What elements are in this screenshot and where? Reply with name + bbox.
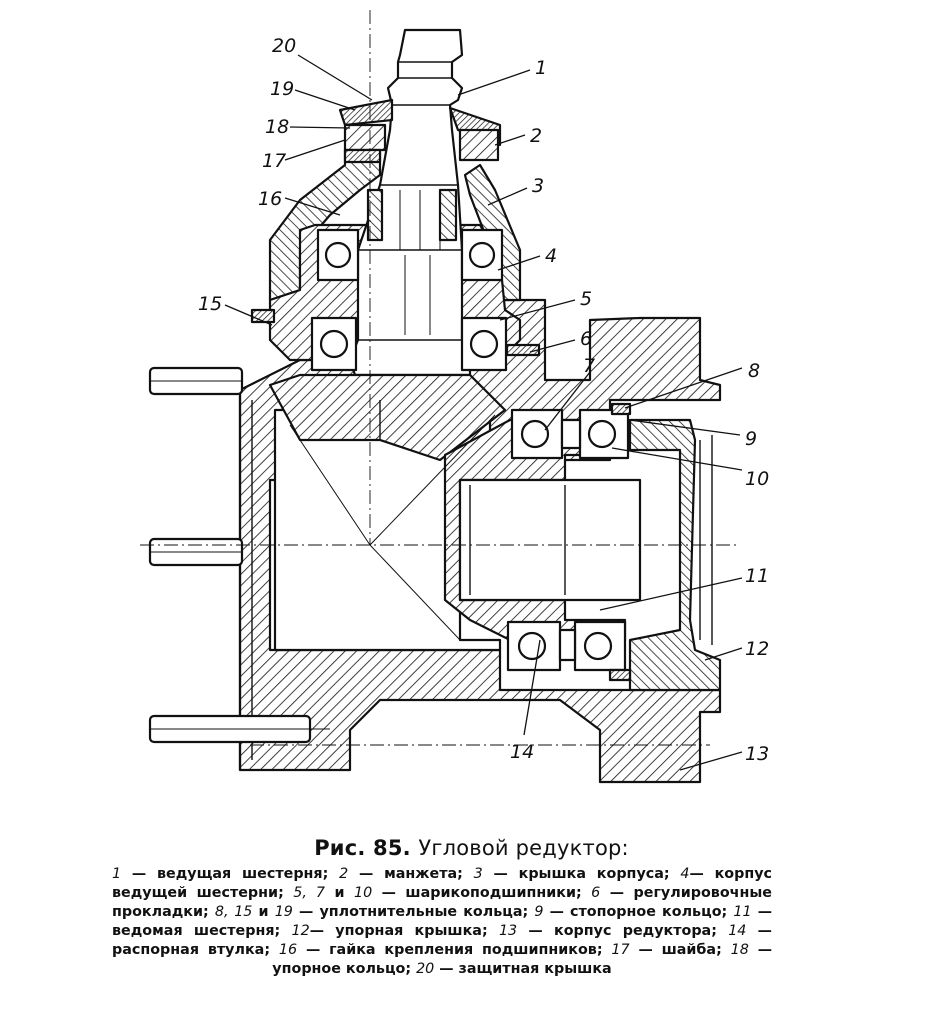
- callout-2: 2: [530, 125, 542, 147]
- legend-number: 1: [112, 866, 122, 882]
- callout-8: 8: [748, 360, 760, 382]
- washer-17: [343, 148, 382, 164]
- seal-2: [458, 128, 500, 162]
- angular-gearbox-drawing: 1 2 3 4 5 6 7 8 9 10 11 12 13 14 15 16 1…: [140, 10, 769, 784]
- figure-legend: 1 — ведущая шестерня; 2 — манжета; 3 — к…: [112, 865, 772, 979]
- legend-number: 18: [730, 942, 749, 958]
- mounting-studs: [148, 366, 330, 744]
- callout-15: 15: [198, 293, 222, 315]
- driven-bearings-bottom: [506, 620, 627, 672]
- callout-9: 9: [745, 428, 757, 450]
- callout-4: 4: [545, 245, 557, 267]
- thrust-cover-12: [628, 418, 722, 692]
- callout-5: 5: [580, 288, 592, 310]
- legend-number: 2: [339, 866, 349, 882]
- callout-13: 13: [745, 743, 769, 765]
- legend-number: 9: [534, 904, 544, 920]
- legend-text: — шарикоподшипники;: [372, 885, 592, 901]
- callout-17: 17: [262, 150, 286, 172]
- bearing-nut-16: [366, 188, 384, 242]
- legend-number: 12: [291, 923, 310, 939]
- legend-text: — упорная крышка;: [309, 923, 499, 939]
- legend-text: — крышка корпуса;: [482, 866, 681, 882]
- callout-19: 19: [270, 78, 294, 100]
- legend-text: — шайба;: [629, 942, 731, 958]
- legend-text: — манжета;: [348, 866, 474, 882]
- legend-text: — защитная крышка: [434, 961, 612, 977]
- legend-number: 3: [473, 866, 483, 882]
- callout-10: 10: [745, 468, 769, 490]
- callout-11: 11: [745, 565, 769, 587]
- callout-6: 6: [580, 328, 592, 350]
- legend-text: — ведомая шестерня;: [112, 904, 772, 939]
- figure-number: Рис. 85.: [314, 836, 411, 860]
- callout-3: 3: [532, 175, 544, 197]
- legend-number: 14: [728, 923, 747, 939]
- legend-number: 20: [416, 961, 435, 977]
- legend-number: 8, 15: [214, 904, 253, 920]
- callout-1: 1: [535, 57, 547, 79]
- legend-text: — гайка крепления подшипников;: [297, 942, 612, 958]
- figure-caption-title: Рис. 85. Угловой редуктор:: [0, 836, 943, 860]
- drive-bevel-gear: [268, 373, 507, 462]
- legend-text: и: [325, 885, 354, 901]
- callout-16: 16: [258, 188, 282, 210]
- legend-number: 13: [498, 923, 518, 939]
- seal-ring-15: [250, 308, 276, 324]
- callout-12: 12: [745, 638, 769, 660]
- legend-text: — распорная втулка;: [112, 923, 772, 958]
- shims-6: [505, 343, 541, 357]
- legend-number: 16: [278, 942, 298, 958]
- legend-text: — корпус редуктора;: [517, 923, 729, 939]
- legend-number: 17: [611, 942, 630, 958]
- ring-18: [343, 123, 387, 152]
- legend-number: 5, 7: [293, 885, 326, 901]
- legend-text: — корпус ведущей шестерни;: [112, 866, 773, 901]
- legend-number: 19: [274, 904, 293, 920]
- callout-7: 7: [583, 355, 595, 377]
- seal-ring-8: [610, 402, 632, 416]
- legend-number: 6: [591, 885, 601, 901]
- callout-20: 20: [272, 35, 296, 57]
- legend-text: и: [252, 904, 275, 920]
- callout-18: 18: [265, 116, 289, 138]
- seal-cap-20: [338, 98, 394, 127]
- pinion-bearings: [310, 228, 508, 372]
- figure-title: Угловой редуктор:: [418, 836, 629, 860]
- legend-text: — уплотнительные кольца;: [292, 904, 535, 920]
- legend-text: — стопорное кольцо;: [543, 904, 734, 920]
- legend-text: — регулировочные прокладки;: [112, 885, 772, 920]
- legend-number: 4: [680, 866, 690, 882]
- legend-number: 11: [733, 904, 752, 920]
- legend-text: — упорное кольцо;: [272, 942, 772, 977]
- callout-14: 14: [510, 741, 534, 763]
- legend-text: — ведущая шестерня;: [121, 866, 340, 882]
- legend-number: 10: [354, 885, 373, 901]
